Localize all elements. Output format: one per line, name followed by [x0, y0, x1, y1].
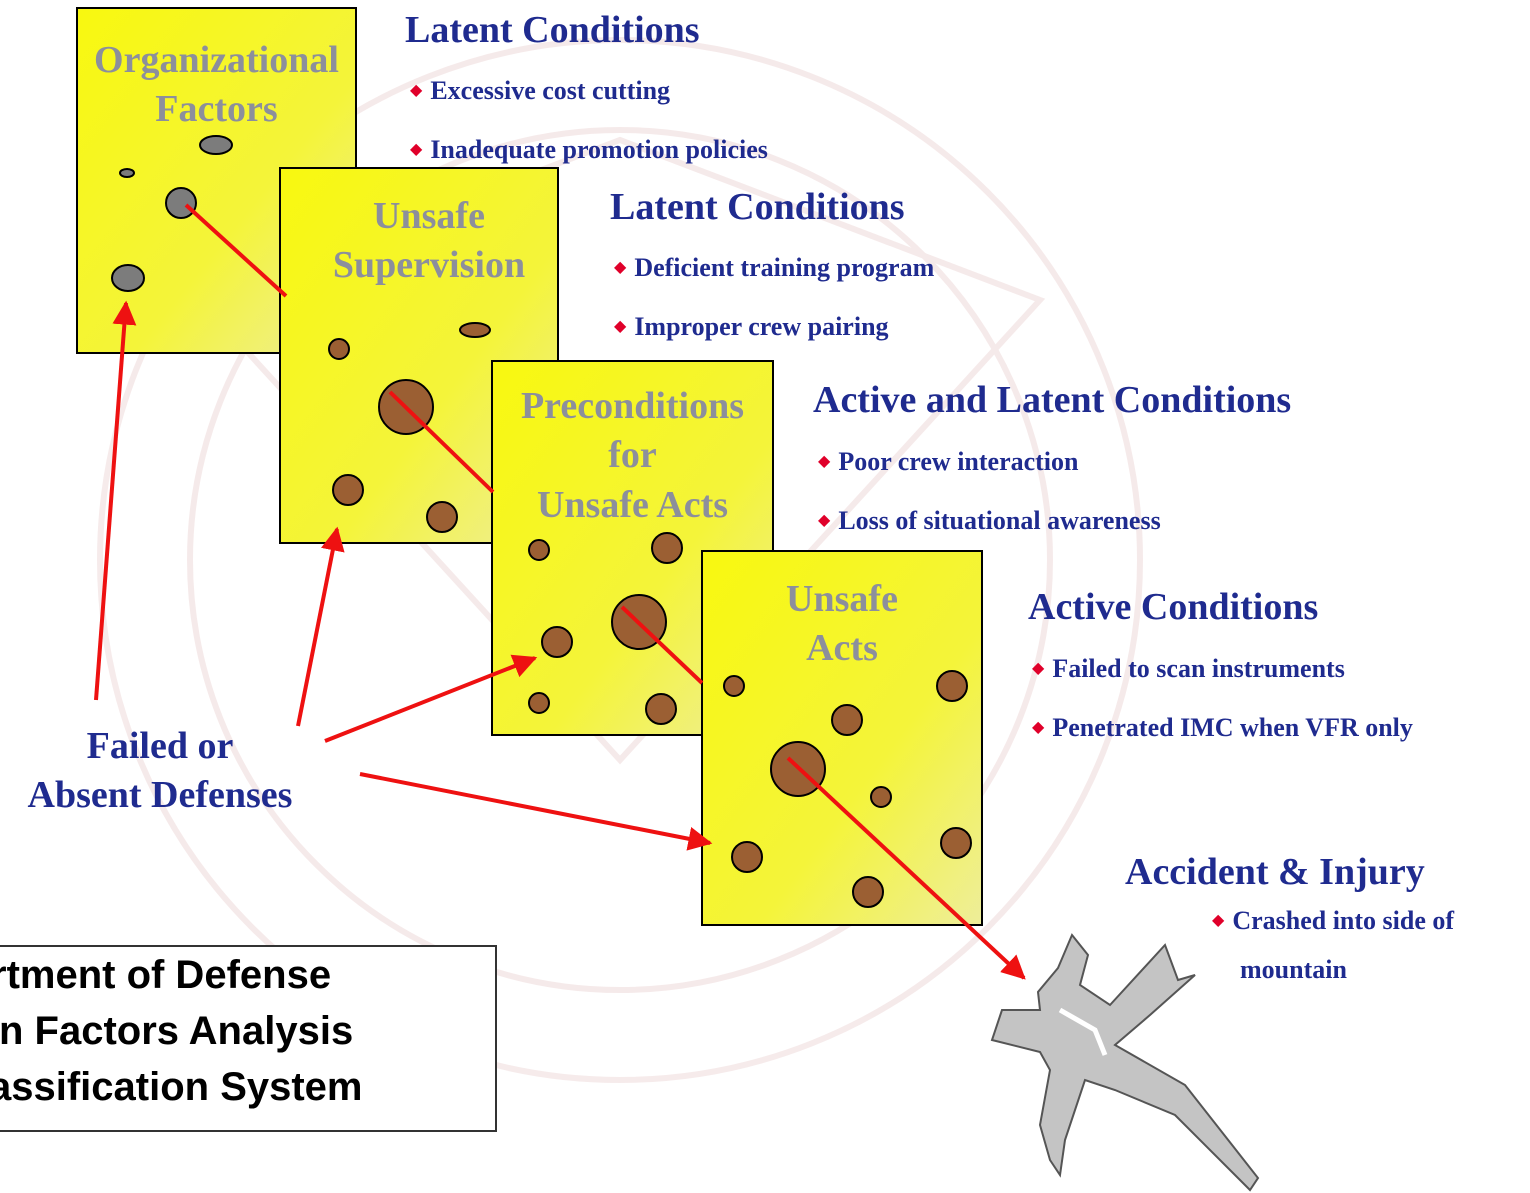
- diamond-bullet-icon: ◆: [614, 259, 627, 276]
- diamond-bullet-icon: ◆: [818, 512, 831, 529]
- condition-heading-2: Latent Conditions: [610, 186, 905, 228]
- diamond-bullet-icon: ◆: [410, 82, 423, 99]
- slice-hole: [426, 501, 458, 533]
- slice-hole: [831, 704, 863, 736]
- seal-watermark-icon: [97, 37, 1143, 1083]
- slice-hole: [332, 474, 364, 506]
- condition-item: ◆Poor crew interaction: [818, 447, 1079, 476]
- slice-hole: [328, 338, 350, 360]
- slice-hole: [651, 532, 683, 564]
- condition-item: ◆Excessive cost cutting: [410, 76, 671, 105]
- slice-hole: [731, 841, 763, 873]
- slice-hole: [119, 168, 135, 178]
- slice-hole: [936, 670, 968, 702]
- condition-item: ◆Penetrated IMC when VFR only: [1032, 713, 1413, 742]
- slice-hole: [645, 693, 677, 725]
- accident-trajectory: [184, 203, 1026, 980]
- slice-hole: [165, 187, 197, 219]
- condition-item: ◆Improper crew pairing: [614, 312, 889, 341]
- crashed-aircraft-icon: [990, 933, 1260, 1192]
- outcome-item: mountain: [1240, 955, 1347, 984]
- condition-item: ◆Inadequate promotion policies: [410, 135, 768, 164]
- hfacs-line-1: rtment of Defense: [0, 953, 332, 997]
- outcome-item: ◆Crashed into side of: [1212, 906, 1455, 935]
- diamond-bullet-icon: ◆: [410, 141, 423, 158]
- diamond-bullet-icon: ◆: [614, 318, 627, 335]
- slice-hole: [199, 135, 233, 155]
- condition-heading-1: Latent Conditions: [405, 9, 700, 51]
- hfacs-line-2: n Factors Analysis: [0, 1009, 354, 1053]
- diamond-bullet-icon: ◆: [818, 453, 831, 470]
- diamond-bullet-icon: ◆: [1032, 719, 1045, 736]
- slice-hole: [459, 322, 491, 338]
- condition-item: ◆Deficient training program: [614, 253, 935, 282]
- slice-unsafe-acts: [701, 550, 983, 926]
- slice-hole: [528, 692, 550, 714]
- outcome-heading: Accident & Injury: [1125, 851, 1425, 893]
- diamond-bullet-icon: ◆: [1032, 660, 1045, 677]
- slice-hole: [541, 626, 573, 658]
- slice-hole: [723, 675, 745, 697]
- diamond-bullet-icon: ◆: [1212, 912, 1225, 929]
- slice-hole: [870, 786, 892, 808]
- condition-heading-4: Active Conditions: [1028, 586, 1319, 628]
- slice-hole: [111, 264, 145, 292]
- slice-hole: [940, 827, 972, 859]
- hfacs-line-3: assification System: [0, 1065, 363, 1109]
- condition-item: ◆Loss of situational awareness: [818, 506, 1161, 535]
- hfacs-title-box: rtment of Defense n Factors Analysis ass…: [0, 945, 497, 1132]
- slice-hole: [852, 876, 884, 908]
- condition-heading-3: Active and Latent Conditions: [813, 379, 1292, 421]
- slice-hole: [528, 539, 550, 561]
- failed-defense-arrows: [94, 300, 713, 851]
- condition-item: ◆Failed to scan instruments: [1032, 654, 1345, 683]
